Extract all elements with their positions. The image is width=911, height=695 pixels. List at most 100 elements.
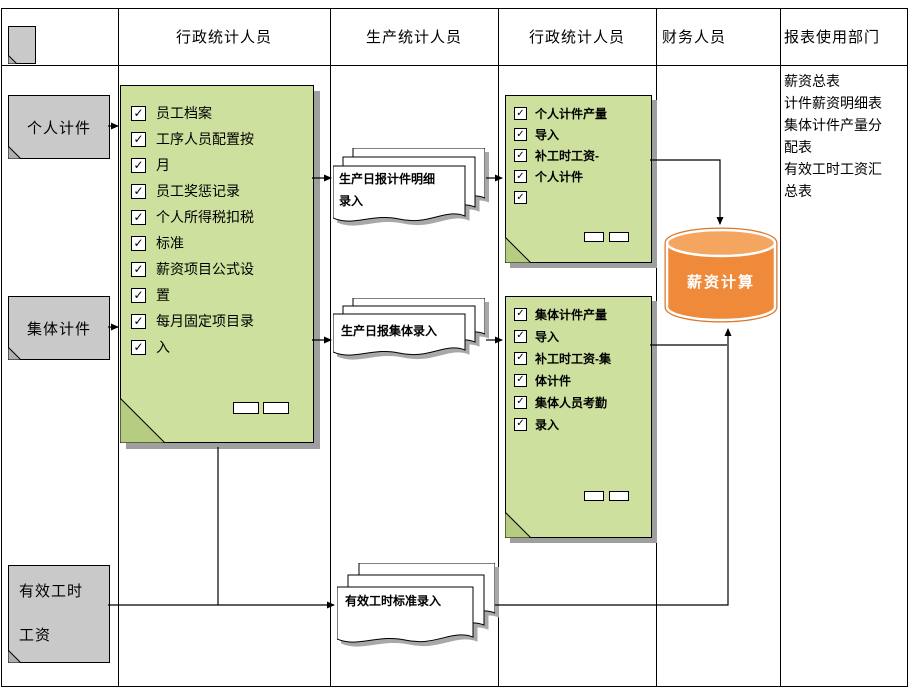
lane-header-production-stats: 生产统计人员	[365, 29, 462, 46]
checkbox-icon: ✓	[514, 329, 527, 343]
checklist-item-label: 工序人员配置按	[156, 131, 254, 147]
checkbox-icon: ✓	[131, 235, 146, 251]
checkbox-icon: ✓	[514, 417, 527, 431]
input-doc-label-line2: 工资	[19, 627, 52, 644]
input-doc-label: 个人计件	[26, 119, 91, 137]
checkbox-icon: ✓	[514, 128, 527, 141]
checklist-item-label: 导入	[535, 128, 560, 142]
checkbox-icon: ✓	[131, 183, 146, 199]
fold-corner-icon	[505, 512, 531, 538]
checklist-item-label: 入	[156, 339, 170, 355]
checklist-item: ✓个人计件产量	[506, 103, 651, 124]
import-checklist: ✓个人计件产量 ✓导入 ✓补工时工资- ✓个人计件 ✓	[506, 103, 651, 208]
input-doc-personal-piecework: 个人计件	[8, 95, 110, 159]
multi-document-shape	[333, 148, 485, 222]
checklist-item-label: 每月固定项目录	[156, 313, 254, 329]
checklist-item: ✓ 员工档案	[121, 100, 313, 126]
document-label-line1: 生产日报计件明细	[339, 172, 436, 186]
checklist-item: ✓工序人员配置按	[121, 126, 313, 152]
master-data-box: ✓员工档案 ✓工序人员配置按 ✓月 ✓员工奖惩记录 ✓个人所得税扣税 ✓标准 ✓…	[120, 85, 314, 443]
lane-header-admin-stats-2: 行政统计人员	[528, 29, 625, 46]
checkbox-icon: ✓	[131, 209, 146, 225]
checklist-item-label: 补工时工资-	[535, 149, 599, 163]
checklist-item: ✓ 导入	[506, 325, 651, 347]
checklist-item-label: 个人所得税扣税	[156, 209, 254, 225]
checkbox-icon: ✓	[131, 105, 146, 121]
input-doc-label-line1: 有效工时	[19, 583, 84, 600]
mini-button	[609, 232, 629, 242]
checklist-item: ✓ 标准	[121, 230, 313, 256]
checklist-item: ✓ 个人所得税扣税	[121, 204, 313, 230]
mini-button	[609, 491, 629, 501]
checklist-item-label: 薪资项目公式设	[156, 261, 254, 277]
input-doc-label: 集体计件	[26, 320, 91, 338]
document-label-line2: 录入	[339, 194, 364, 208]
checklist-item: ✓ 集体人员考勤	[506, 391, 651, 413]
checkbox-icon: ✓	[514, 191, 527, 204]
database-label: 薪资计算	[686, 274, 755, 291]
checklist-item-label: 员工奖惩记录	[156, 183, 240, 199]
checklist-item-label: 置	[156, 287, 170, 303]
checklist-item-label: 集体计件产量	[535, 307, 608, 322]
fold-corner-icon	[505, 237, 531, 263]
checklist-item: ✓ 每月固定项目录	[121, 308, 313, 334]
checkbox-icon: ✓	[514, 149, 527, 162]
checklist-item-label: 员工档案	[156, 105, 212, 121]
checklist-item-label: 集体人员考勤	[535, 395, 608, 410]
lane-header-admin-stats-1: 行政统计人员	[175, 29, 272, 46]
import-box-personal: ✓个人计件产量 ✓导入 ✓补工时工资- ✓个人计件 ✓	[505, 95, 652, 263]
checkbox-icon: ✓	[514, 395, 527, 409]
checklist-item: ✓置	[121, 282, 313, 308]
report-line: 有效工时工资汇	[784, 161, 882, 177]
lane-header-finance: 财务人员	[662, 29, 727, 46]
multi-document-shape	[337, 563, 495, 643]
checklist-item-label: 标准	[156, 235, 184, 251]
checklist-item-label: 体计件	[535, 373, 572, 388]
corner-form-icon	[8, 26, 36, 64]
checklist-item: ✓ 补工时工资-	[506, 145, 651, 166]
multi-document-shape	[333, 298, 485, 356]
fold-corner-icon	[8, 55, 17, 64]
report-line: 总表	[784, 183, 812, 199]
checklist-item: ✓ 集体计件产量	[506, 303, 651, 325]
checklist-item-label: 补工时工资-集	[535, 351, 611, 366]
checklist-item-label: 月	[156, 157, 170, 173]
checkbox-icon: ✓	[131, 339, 146, 355]
report-line: 薪资总表	[784, 73, 840, 89]
checklist-item: ✓ 薪资项目公式设	[121, 256, 313, 282]
mini-button	[584, 232, 604, 242]
checkbox-icon: ✓	[131, 313, 146, 329]
fold-corner-icon	[8, 146, 21, 159]
checkbox-icon: ✓	[514, 307, 527, 321]
checkbox-icon: ✓	[514, 373, 527, 387]
multi-document-piecework-detail: 生产日报计件明细 录入	[333, 148, 485, 238]
checkbox-icon: ✓	[514, 170, 527, 183]
report-line: 配表	[784, 139, 812, 155]
report-list: 薪资总表 计件薪资明细表 集体计件产量分 配表 有效工时工资汇 总表	[784, 70, 882, 202]
database-cylinder: 薪资计算	[664, 227, 778, 324]
checklist-item-label: 录入	[535, 417, 560, 432]
checklist-item: ✓月	[121, 152, 313, 178]
input-doc-effective-hours-wage: 有效工时 工资	[8, 565, 110, 663]
checkbox-icon: ✓	[131, 261, 146, 277]
report-line: 集体计件产量分	[784, 117, 882, 133]
checklist-item: ✓ 录入	[506, 413, 651, 435]
report-line: 计件薪资明细表	[784, 95, 882, 111]
checklist-item: ✓	[506, 187, 651, 208]
import-checklist: ✓ 集体计件产量 ✓ 导入 ✓ 补工时工资-集 ✓ 体计件 ✓ 集体人员考勤 ✓ 录入	[506, 303, 651, 435]
checklist-item: ✓ 体计件	[506, 369, 651, 391]
multi-document-hours-standard-entry: 有效工时标准录入	[337, 563, 495, 645]
checkbox-icon: ✓	[514, 351, 527, 365]
import-box-collective: ✓ 集体计件产量 ✓ 导入 ✓ 补工时工资-集 ✓ 体计件 ✓ 集体人员考勤 ✓ 录入	[505, 296, 652, 538]
checkbox-icon: ✓	[131, 287, 146, 303]
checklist-item: ✓入	[121, 334, 313, 360]
document-label: 有效工时标准录入	[345, 594, 442, 608]
checklist-item-label: 导入	[535, 329, 560, 344]
checklist-item: ✓ 补工时工资-集	[506, 347, 651, 369]
mini-button	[233, 402, 259, 414]
checklist-item-label: 个人计件产量	[535, 107, 608, 121]
checklist-item: ✓ 导入	[506, 124, 651, 145]
lane-header-report-users: 报表使用部门	[784, 29, 881, 46]
checklist-item: ✓ 员工奖惩记录	[121, 178, 313, 204]
database-icon	[664, 227, 778, 323]
